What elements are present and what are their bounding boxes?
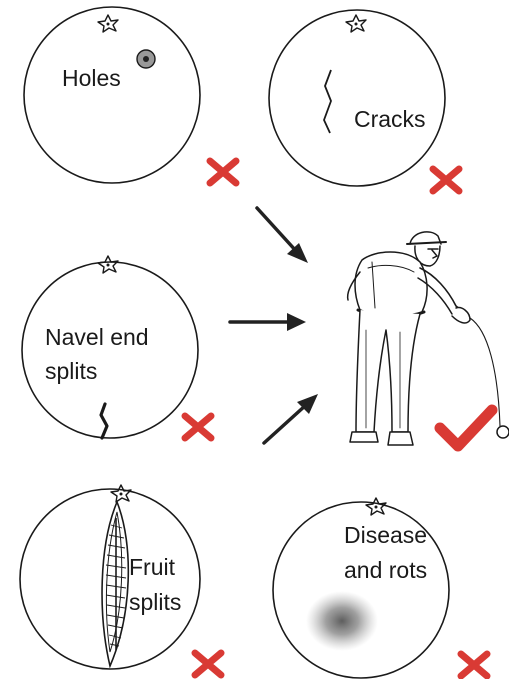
arrow-icon: [230, 313, 306, 331]
cross-icon: [210, 161, 236, 183]
fruit-label-disease-line1: Disease: [344, 522, 427, 548]
fruit-holes: Holes: [24, 7, 236, 183]
fruit-label-disease-line2: and rots: [344, 557, 427, 583]
arrow-icon: [264, 394, 318, 443]
cross-icon: [185, 416, 211, 438]
fruit-cracks: Cracks: [269, 10, 459, 191]
calyx-icon: [346, 15, 366, 32]
fruit-navel-splits: Navel end splits: [22, 256, 211, 438]
fruit-label-fruit-splits-line2: splits: [129, 589, 181, 615]
fruit-label-fruit-splits-line1: Fruit: [129, 554, 176, 580]
fruit-fruit-splits: Fruit splits: [20, 485, 221, 675]
rot-spot-icon: [306, 591, 378, 651]
fruit-label-navel-line1: Navel end: [45, 324, 149, 350]
cross-icon: [195, 653, 221, 675]
fruit-outline: [24, 7, 200, 183]
calyx-icon: [98, 15, 118, 32]
hole-center: [143, 56, 149, 62]
calyx-icon: [98, 256, 118, 273]
fruit-disease-rots: Disease and rots: [273, 498, 487, 678]
fruit-outline: [22, 262, 198, 438]
calyx-icon: [366, 498, 386, 515]
crack-defect-icon: [324, 70, 331, 133]
calyx-icon: [111, 485, 131, 502]
fruit-label-navel-line2: splits: [45, 358, 97, 384]
fruit-label-holes: Holes: [62, 65, 121, 91]
check-icon: [440, 410, 492, 446]
fruit-label-cracks: Cracks: [354, 106, 426, 132]
fruit-split-defect-icon: [102, 502, 128, 666]
cross-icon: [461, 654, 487, 676]
fruit-outline: [269, 10, 445, 186]
arrow-icon: [257, 208, 308, 263]
cross-icon: [433, 169, 459, 191]
navel-split-defect-icon: [101, 404, 107, 438]
